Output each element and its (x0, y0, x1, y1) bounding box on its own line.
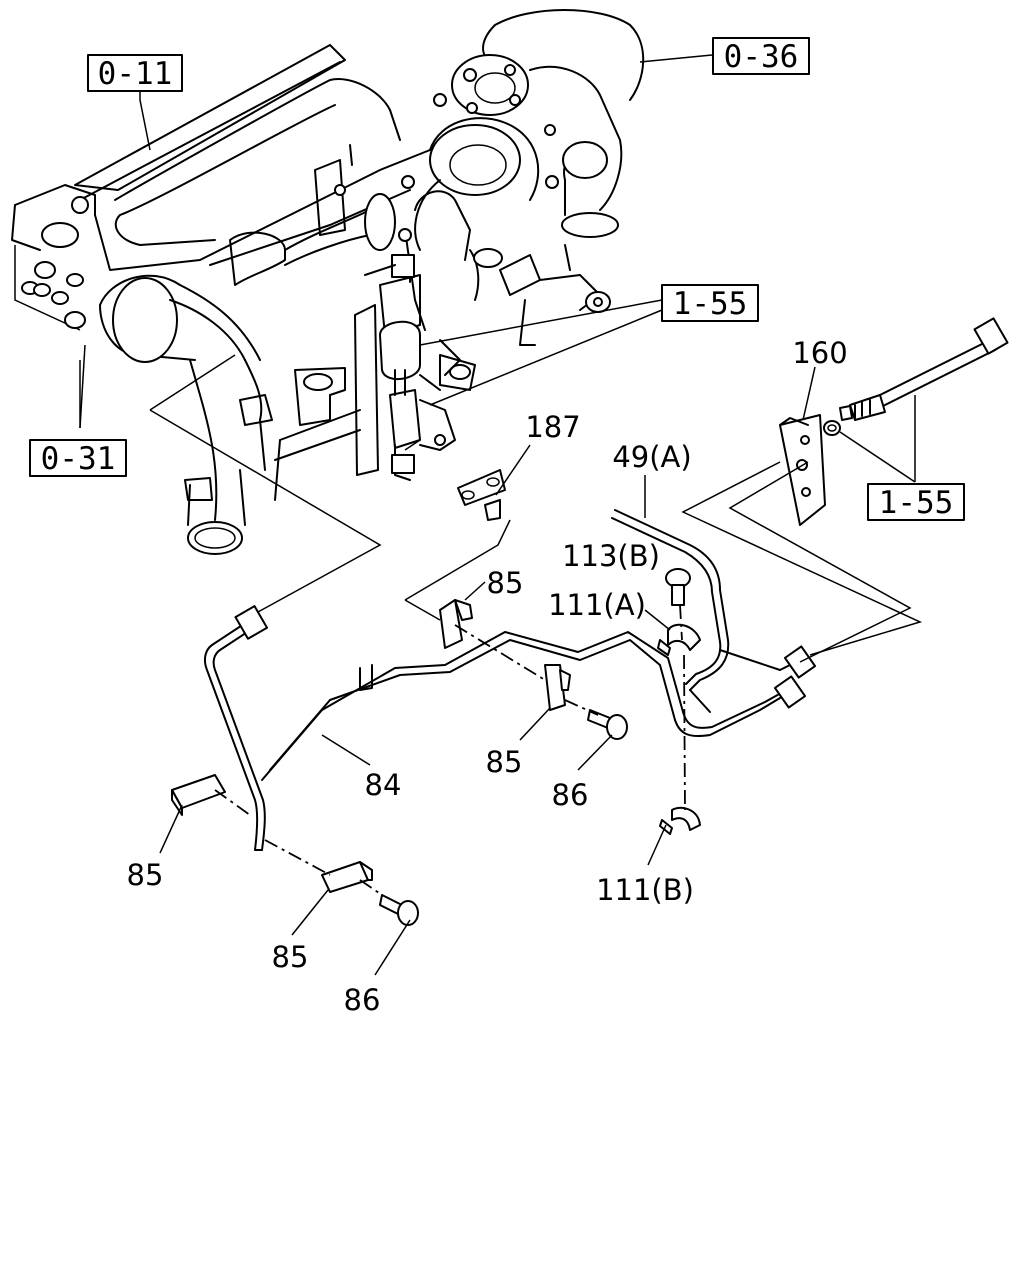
pipe-connector-1-55 (839, 317, 1009, 421)
reference-box-0-31: 0-31 (29, 439, 127, 477)
bolt-86-middle (587, 709, 628, 740)
leader-lines (79, 54, 916, 976)
clip-85-middle (544, 664, 571, 711)
reference-box-1-55-right: 1-55 (867, 483, 965, 521)
bracket-160 (779, 414, 841, 526)
turbocharger (398, 9, 645, 391)
svg-text:1-55: 1-55 (673, 286, 748, 322)
part-label-85-d: 85 (272, 940, 309, 974)
pipe-84 (203, 605, 809, 851)
svg-text:0-36: 0-36 (724, 39, 799, 75)
part-label-111a: 111(A) (548, 588, 646, 622)
part-label-160: 160 (792, 336, 847, 370)
bracket-187 (457, 469, 506, 521)
exhaust-brake-actuator (354, 254, 461, 481)
relation-lines (149, 354, 923, 663)
part-label-85-b: 85 (486, 745, 523, 779)
clamp-111a (657, 623, 701, 656)
part-label-113b: 113(B) (562, 539, 660, 573)
svg-text:0-31: 0-31 (41, 441, 116, 477)
assembly-lines (214, 604, 686, 896)
reference-box-0-11: 0-11 (87, 54, 183, 92)
part-label-86-b: 86 (344, 983, 381, 1017)
part-label-86-a: 86 (552, 778, 589, 812)
svg-text:1-55: 1-55 (879, 485, 954, 521)
pipe-49a (611, 509, 817, 713)
reference-box-0-36: 0-36 (712, 37, 810, 75)
engine-assembly (11, 44, 431, 555)
part-label-85-c: 85 (127, 858, 164, 892)
part-label-111b: 111(B) (596, 873, 694, 907)
clip-85-lower (321, 861, 373, 893)
svg-text:0-11: 0-11 (98, 56, 173, 92)
clip-85-left (171, 774, 226, 816)
reference-box-1-55-top: 1-55 (661, 284, 759, 322)
bolt-113b (665, 568, 691, 606)
part-label-49a: 49(A) (612, 440, 691, 474)
clamp-111b (659, 806, 701, 835)
part-label-187: 187 (525, 410, 580, 444)
part-label-84: 84 (365, 768, 402, 802)
bolt-86-lower (379, 894, 419, 926)
clip-85-upper (439, 599, 473, 649)
part-label-85-a: 85 (487, 566, 524, 600)
